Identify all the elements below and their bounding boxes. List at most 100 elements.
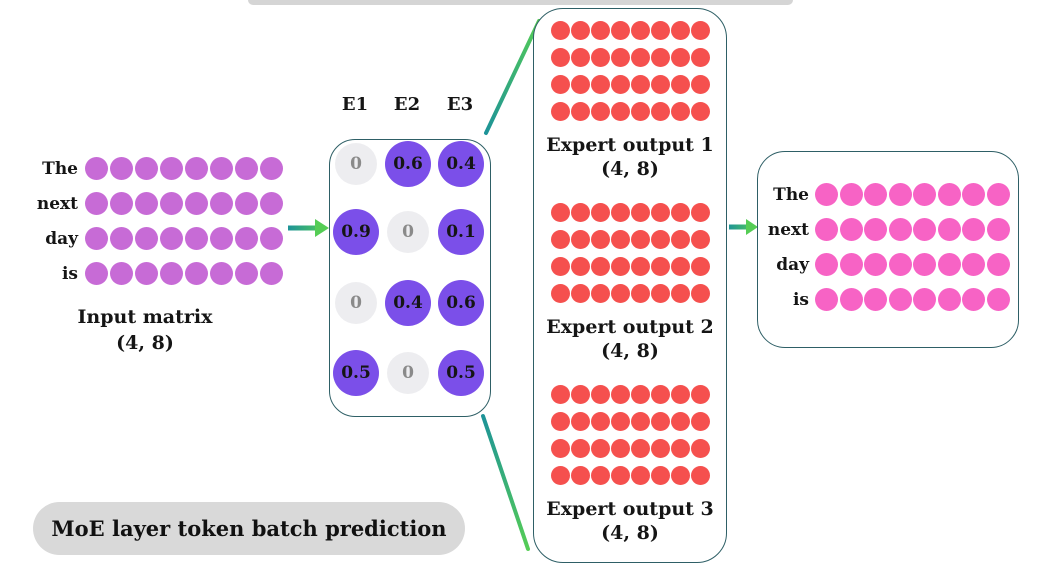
expert-dot-row bbox=[534, 71, 726, 98]
input-token-dot bbox=[160, 192, 183, 215]
input-token-dot bbox=[85, 227, 108, 250]
input-token-dot bbox=[110, 227, 133, 250]
expert-token-dot bbox=[610, 75, 630, 94]
expert-token-dot bbox=[630, 257, 650, 276]
input-row-label: next bbox=[36, 193, 78, 214]
expert-token-dot bbox=[550, 284, 570, 303]
expert-token-dot bbox=[610, 257, 630, 276]
output-token-dot bbox=[864, 253, 887, 276]
input-token-dot bbox=[210, 262, 233, 285]
expert-token-dot bbox=[590, 385, 610, 404]
input-matrix-caption: Input matrix bbox=[77, 306, 213, 328]
gate-weight-active: 0.4 bbox=[385, 280, 431, 326]
output-token-dot bbox=[986, 218, 1010, 241]
output-row-label: day bbox=[776, 254, 809, 275]
input-matrix-shape: (4, 8) bbox=[116, 332, 174, 354]
input-row-label: day bbox=[45, 228, 78, 249]
expert-token-dot bbox=[590, 203, 610, 222]
expert-token-dot bbox=[630, 412, 650, 431]
arrow-experts-to-output bbox=[729, 219, 758, 235]
expert-token-dot bbox=[650, 412, 670, 431]
expert-token-dot bbox=[690, 385, 710, 404]
expert-output-shape: (4, 8) bbox=[601, 158, 659, 180]
expert-token-dot bbox=[650, 466, 670, 485]
expert-token-dot bbox=[610, 439, 630, 458]
expert-output-group: Expert output 2(4, 8) bbox=[534, 199, 726, 363]
expert-token-dot bbox=[650, 230, 670, 249]
expert-output-group: Expert output 1(4, 8) bbox=[534, 17, 726, 181]
arrow-input-to-gate bbox=[288, 219, 329, 237]
output-matrix-row: The bbox=[758, 177, 1018, 212]
gate-weight-zero: 0 bbox=[335, 143, 377, 185]
output-token-dot bbox=[937, 183, 961, 206]
expert-token-dot bbox=[610, 230, 630, 249]
input-token-dot bbox=[235, 262, 258, 285]
input-token-dot bbox=[210, 157, 233, 180]
expert-token-dot bbox=[650, 21, 670, 40]
expert-token-dot bbox=[570, 230, 590, 249]
expert-dot-row bbox=[534, 44, 726, 71]
output-token-dot bbox=[815, 288, 838, 311]
expert-token-dot bbox=[650, 48, 670, 67]
expert-token-dot bbox=[670, 257, 690, 276]
input-token-dot bbox=[235, 227, 258, 250]
expert-dot-row bbox=[534, 381, 726, 408]
input-token-dot bbox=[160, 227, 183, 250]
expert-token-dot bbox=[650, 203, 670, 222]
expert-token-dot bbox=[570, 102, 590, 121]
output-token-dot bbox=[888, 183, 912, 206]
expert-token-dot bbox=[690, 284, 710, 303]
expert-token-dot bbox=[570, 466, 590, 485]
input-token-dot bbox=[85, 157, 108, 180]
input-token-dot bbox=[110, 262, 133, 285]
expert-token-dot bbox=[610, 48, 630, 67]
output-token-dot bbox=[888, 288, 912, 311]
expert-token-dot bbox=[690, 75, 710, 94]
output-token-dot bbox=[913, 183, 936, 206]
expert-token-dot bbox=[550, 75, 570, 94]
expert-token-dot bbox=[670, 284, 690, 303]
expert-token-dot bbox=[670, 48, 690, 67]
expert-token-dot bbox=[590, 75, 610, 94]
output-token-dot bbox=[913, 253, 936, 276]
expert-token-dot bbox=[650, 284, 670, 303]
expert-token-dot bbox=[610, 102, 630, 121]
input-token-dot bbox=[235, 157, 258, 180]
gate-weight-active: 0.5 bbox=[438, 350, 484, 396]
output-token-dot bbox=[937, 218, 961, 241]
expert-token-dot bbox=[630, 439, 650, 458]
expert-token-dot bbox=[670, 102, 690, 121]
output-token-dot bbox=[815, 183, 838, 206]
expert-token-dot bbox=[570, 48, 590, 67]
expert-token-dot bbox=[610, 385, 630, 404]
expert-token-dot bbox=[550, 412, 570, 431]
input-token-dot bbox=[210, 227, 233, 250]
output-token-dot bbox=[937, 253, 961, 276]
input-row-label: is bbox=[61, 263, 78, 284]
expert-output-label: Expert output 1 bbox=[546, 134, 714, 156]
expert-token-dot bbox=[670, 203, 690, 222]
expert-output-label: Expert output 2 bbox=[546, 316, 714, 338]
gate-weight-zero: 0 bbox=[387, 211, 429, 253]
output-token-dot bbox=[986, 183, 1010, 206]
expert-token-dot bbox=[590, 257, 610, 276]
output-token-dot bbox=[839, 183, 863, 206]
input-token-dot bbox=[135, 157, 158, 180]
gate-weight-zero: 0 bbox=[387, 352, 429, 394]
gate-weight-zero: 0 bbox=[335, 282, 377, 324]
output-token-dot bbox=[839, 218, 863, 241]
input-token-dot bbox=[135, 262, 158, 285]
output-token-dot bbox=[888, 218, 912, 241]
expert-output-group: Expert output 3(4, 8) bbox=[534, 381, 726, 545]
expert-output-shape: (4, 8) bbox=[601, 340, 659, 362]
gate-column-header: E2 bbox=[393, 94, 421, 115]
expert-token-dot bbox=[690, 257, 710, 276]
expert-token-dot bbox=[570, 203, 590, 222]
expert-dot-row bbox=[534, 280, 726, 307]
expert-dot-row bbox=[534, 226, 726, 253]
expert-token-dot bbox=[570, 21, 590, 40]
expert-token-dot bbox=[570, 439, 590, 458]
expert-token-dot bbox=[650, 75, 670, 94]
